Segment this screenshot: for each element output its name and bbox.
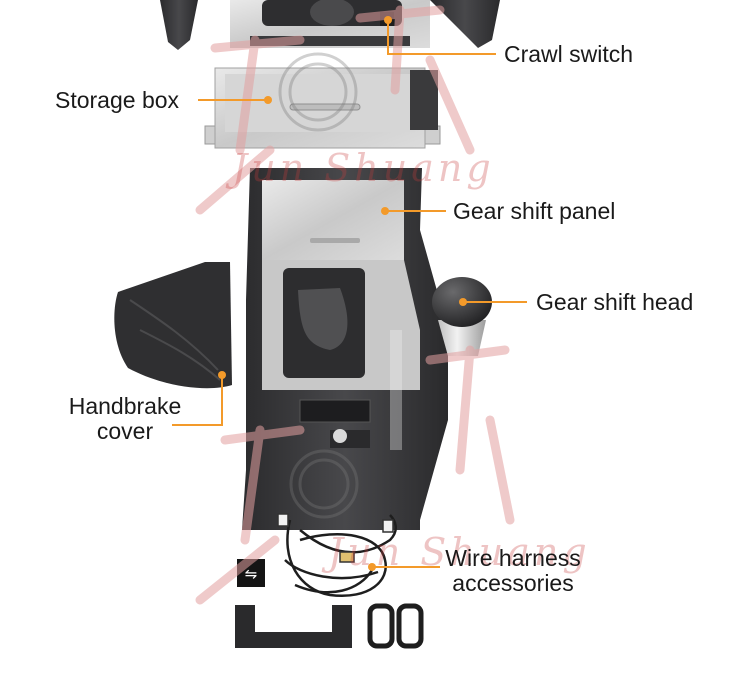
callout-dots xyxy=(218,16,467,571)
crawl-switch-label: Crawl switch xyxy=(504,41,634,67)
handbrake-cover-label-line: Handbrake xyxy=(68,393,182,419)
wire-harness-label-line: accessories xyxy=(452,570,574,596)
crawl-switch-leader xyxy=(387,20,496,55)
brand-watermark xyxy=(195,5,515,605)
handbrake-cover-leader xyxy=(172,375,223,426)
crawl-switch-console xyxy=(160,0,500,50)
watermark-text: Jun Shuang xyxy=(232,146,495,190)
wire-harness-part xyxy=(277,513,397,598)
handbrake-cover-label-line: cover xyxy=(96,418,154,444)
gear-shift-head-label: Gear shift head xyxy=(536,289,694,315)
handbrake-cover-label: Handbrake cover xyxy=(60,394,190,444)
callout-leaders xyxy=(172,20,527,568)
gear-shift-console xyxy=(242,168,448,530)
wheel-watermark-icon xyxy=(278,52,359,519)
storage-box-label: Storage box xyxy=(55,87,180,113)
trim-rings xyxy=(367,603,424,649)
wire-harness-label: Wire harness accessories xyxy=(440,546,586,596)
mounting-bracket xyxy=(235,605,352,648)
gear-shift-panel-label: Gear shift panel xyxy=(453,198,616,224)
gear-shift-head-part xyxy=(432,277,492,356)
usb-icon: ⇋ xyxy=(245,565,258,583)
watermark-text: Jun Shuang xyxy=(328,530,591,574)
wire-harness-label-line: Wire harness xyxy=(445,545,581,571)
handbrake-cover-part xyxy=(114,262,232,389)
